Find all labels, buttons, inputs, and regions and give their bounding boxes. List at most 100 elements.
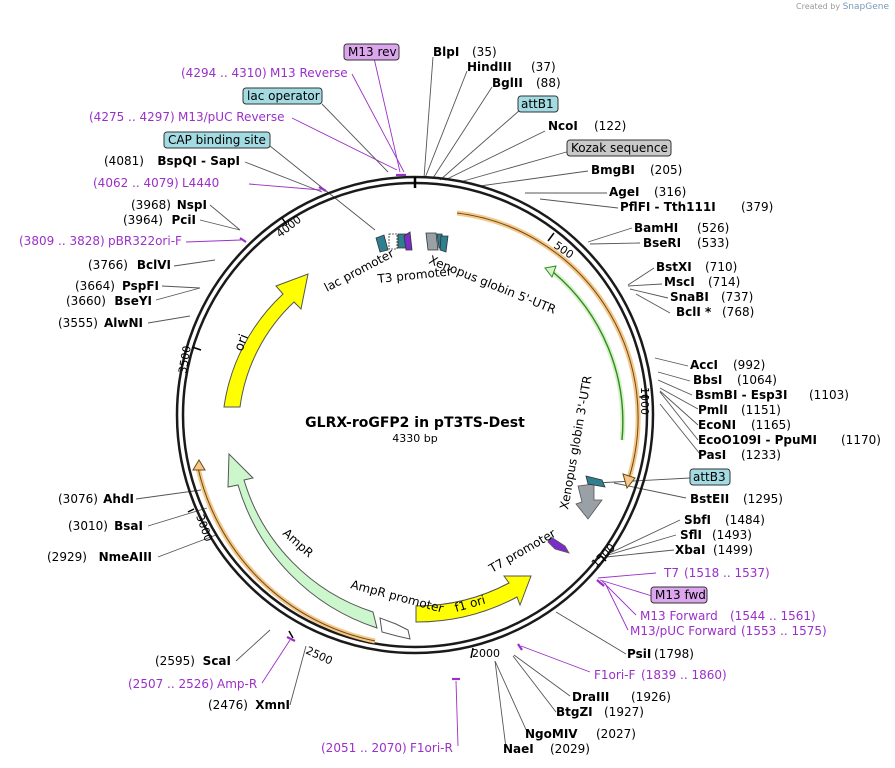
primer-label[interactable]: (2051 .. 2070)F1ori-R bbox=[321, 741, 453, 755]
enzyme-coord: (35) bbox=[472, 45, 497, 59]
primer-label[interactable]: (4275 .. 4297)M13/pUC Reverse bbox=[89, 110, 285, 124]
enzyme-name: NgoMIV bbox=[525, 727, 578, 741]
enzyme-label[interactable]: SbfI(1484) bbox=[684, 513, 765, 527]
enzyme-label[interactable]: MscI (714) bbox=[664, 275, 740, 289]
enzyme-coord: (88) bbox=[536, 76, 561, 90]
enzyme-label[interactable]: BseRI (533) bbox=[643, 236, 729, 250]
boxed-lac-operator[interactable]: lac operator bbox=[242, 87, 323, 105]
enzyme-coord: (710) bbox=[705, 260, 737, 274]
enzyme-label[interactable]: BstXI(710) bbox=[656, 260, 737, 274]
enzyme-coord: (737) bbox=[721, 290, 753, 304]
enzyme-name: BseYI bbox=[114, 294, 152, 308]
created-by-text: Created by bbox=[796, 2, 841, 11]
enzyme-label[interactable]: (2476)XmnI bbox=[208, 698, 290, 712]
primer-name: M13/pUC Forward bbox=[630, 624, 737, 638]
enzyme-label[interactable]: (3555)AlwNI bbox=[58, 316, 143, 330]
primer-label[interactable]: (3809 .. 3828)pBR322ori-F bbox=[19, 234, 182, 248]
enzyme-coord: (4081) bbox=[104, 154, 144, 168]
primer-label[interactable]: M13/pUC Forward(1553 .. 1575) bbox=[630, 624, 827, 638]
enzyme-label[interactable]: (3968)NspI bbox=[131, 198, 207, 212]
enzyme-coord: (3964) bbox=[123, 213, 163, 227]
enzyme-label[interactable]: (3010)BsaI bbox=[68, 519, 143, 533]
enzyme-label[interactable]: BtgZI(1927) bbox=[556, 705, 644, 719]
enzyme-label[interactable]: BamHI(526) bbox=[634, 221, 729, 235]
enzyme-label[interactable]: HindIII(37) bbox=[467, 60, 556, 74]
enzyme-label[interactable]: EcoNI(1165) bbox=[698, 418, 791, 432]
boxed-m13-rev[interactable]: M13 rev bbox=[343, 43, 400, 61]
enzyme-label[interactable]: BclI *(768) bbox=[676, 305, 754, 319]
primer-label[interactable]: T7(1518 .. 1537) bbox=[663, 566, 770, 580]
enzyme-label[interactable]: XbaI(1499) bbox=[675, 543, 753, 557]
enzyme-label[interactable]: NgoMIV(2027) bbox=[525, 727, 636, 741]
boxed-cap-site[interactable]: CAP binding site bbox=[163, 131, 271, 149]
boxed-attb1[interactable]: attB1 bbox=[517, 95, 559, 113]
primer-label[interactable]: (4294 .. 4310)M13 Reverse bbox=[181, 66, 348, 80]
enzyme-name: MscI bbox=[664, 275, 695, 289]
enzyme-label[interactable]: BstEII(1295) bbox=[690, 492, 783, 506]
utr-arc bbox=[544, 265, 626, 441]
tick-label-2000: 2000 bbox=[472, 647, 500, 660]
enzyme-label[interactable]: (2595)ScaI bbox=[155, 654, 231, 668]
primer-name: L4440 bbox=[182, 176, 219, 190]
boxed-kozak[interactable]: Kozak sequence bbox=[566, 139, 672, 157]
ampr-feature bbox=[227, 452, 378, 629]
enzyme-label[interactable]: NaeI(2029) bbox=[503, 742, 590, 756]
primer-label[interactable]: M13 Forward(1544 .. 1561) bbox=[640, 609, 816, 623]
enzyme-name: AlwNI bbox=[104, 316, 143, 330]
boxed-m13-fwd[interactable]: M13 fwd bbox=[650, 586, 708, 604]
enzyme-coord: (122) bbox=[594, 119, 626, 133]
primer-label[interactable]: (2507 .. 2526)Amp-R bbox=[128, 677, 257, 691]
enzyme-coord: (1295) bbox=[743, 492, 783, 506]
enzyme-label[interactable]: (3964)PciI bbox=[123, 213, 196, 227]
enzyme-label[interactable]: (3766)BclVI bbox=[88, 258, 171, 272]
primer-marks bbox=[239, 173, 605, 681]
primer-name: M13/pUC Reverse bbox=[178, 110, 285, 124]
enzyme-label[interactable]: NcoI (122) bbox=[548, 119, 626, 133]
enzyme-label[interactable]: (3664)PspFI bbox=[75, 279, 159, 293]
enzyme-label[interactable]: EcoO109I - PpuMI(1170) bbox=[698, 433, 881, 447]
enzyme-label[interactable]: SflI(1493) bbox=[680, 528, 752, 542]
ori-feature bbox=[223, 273, 309, 408]
enzyme-name: BseRI bbox=[643, 236, 681, 250]
enzyme-label[interactable]: DraIII(1926) bbox=[572, 690, 671, 704]
enzyme-name: NcoI bbox=[548, 119, 578, 133]
enzyme-coord: (714) bbox=[708, 275, 740, 289]
enzyme-label[interactable]: AgeI(316) bbox=[609, 185, 686, 199]
enzyme-name: NspI bbox=[177, 198, 207, 212]
tick-label-2500: 2500 bbox=[304, 644, 335, 668]
enzyme-name: AgeI bbox=[609, 185, 639, 199]
enzyme-coord: (533) bbox=[697, 236, 729, 250]
primer-label[interactable]: (4062 .. 4079)L4440 bbox=[93, 176, 219, 190]
primer-range: (2051 .. 2070) bbox=[321, 741, 407, 755]
enzyme-coord: (1926) bbox=[631, 690, 671, 704]
enzyme-label[interactable]: SnaBI(737) bbox=[670, 290, 753, 304]
enzyme-label[interactable]: (3076)AhdI bbox=[58, 492, 134, 506]
tick-label-3000: 3000 bbox=[193, 513, 215, 544]
enzyme-name: BtgZI bbox=[556, 705, 593, 719]
enzyme-coord: (379) bbox=[741, 200, 773, 214]
enzyme-label[interactable]: PasI(1233) bbox=[698, 448, 781, 462]
enzyme-coord: (1064) bbox=[737, 373, 777, 387]
enzyme-label[interactable]: BmgBI(205) bbox=[591, 163, 682, 177]
enzyme-label[interactable]: PsiI(1798) bbox=[627, 647, 694, 661]
enzyme-label[interactable]: BbsI(1064) bbox=[693, 373, 777, 387]
enzyme-labels-left: (2476)XmnI (2595)ScaI (2929)NmeAIII (301… bbox=[47, 154, 290, 712]
enzyme-name: BamHI bbox=[634, 221, 678, 235]
enzyme-label[interactable]: (3660)BseYI bbox=[66, 294, 152, 308]
enzyme-label[interactable]: AccI(992) bbox=[690, 358, 765, 372]
enzyme-label[interactable]: PflFI - Tth111I(379) bbox=[620, 200, 773, 214]
primer-label[interactable]: F1ori-F(1839 .. 1860) bbox=[594, 668, 727, 682]
enzyme-label[interactable]: BglII(88) bbox=[492, 76, 561, 90]
enzyme-label[interactable]: (2929)NmeAIII bbox=[47, 550, 152, 564]
enzyme-label[interactable]: BsmBI - Esp3I(1103) bbox=[695, 388, 849, 402]
enzyme-label[interactable]: (4081)BspQI - SapI bbox=[104, 154, 240, 168]
enzyme-label[interactable]: BlpI(35) bbox=[433, 45, 497, 59]
t7-promoter-feature bbox=[547, 536, 570, 554]
boxed-attb3-text: attB3 bbox=[693, 470, 726, 484]
enzyme-coord: (1170) bbox=[841, 433, 881, 447]
enzyme-name: EcoNI bbox=[698, 418, 736, 432]
enzyme-label[interactable]: PmlI(1151) bbox=[698, 403, 781, 417]
boxed-m13-fwd-text: M13 fwd bbox=[655, 588, 706, 602]
boxed-attb3[interactable]: attB3 bbox=[689, 468, 731, 486]
